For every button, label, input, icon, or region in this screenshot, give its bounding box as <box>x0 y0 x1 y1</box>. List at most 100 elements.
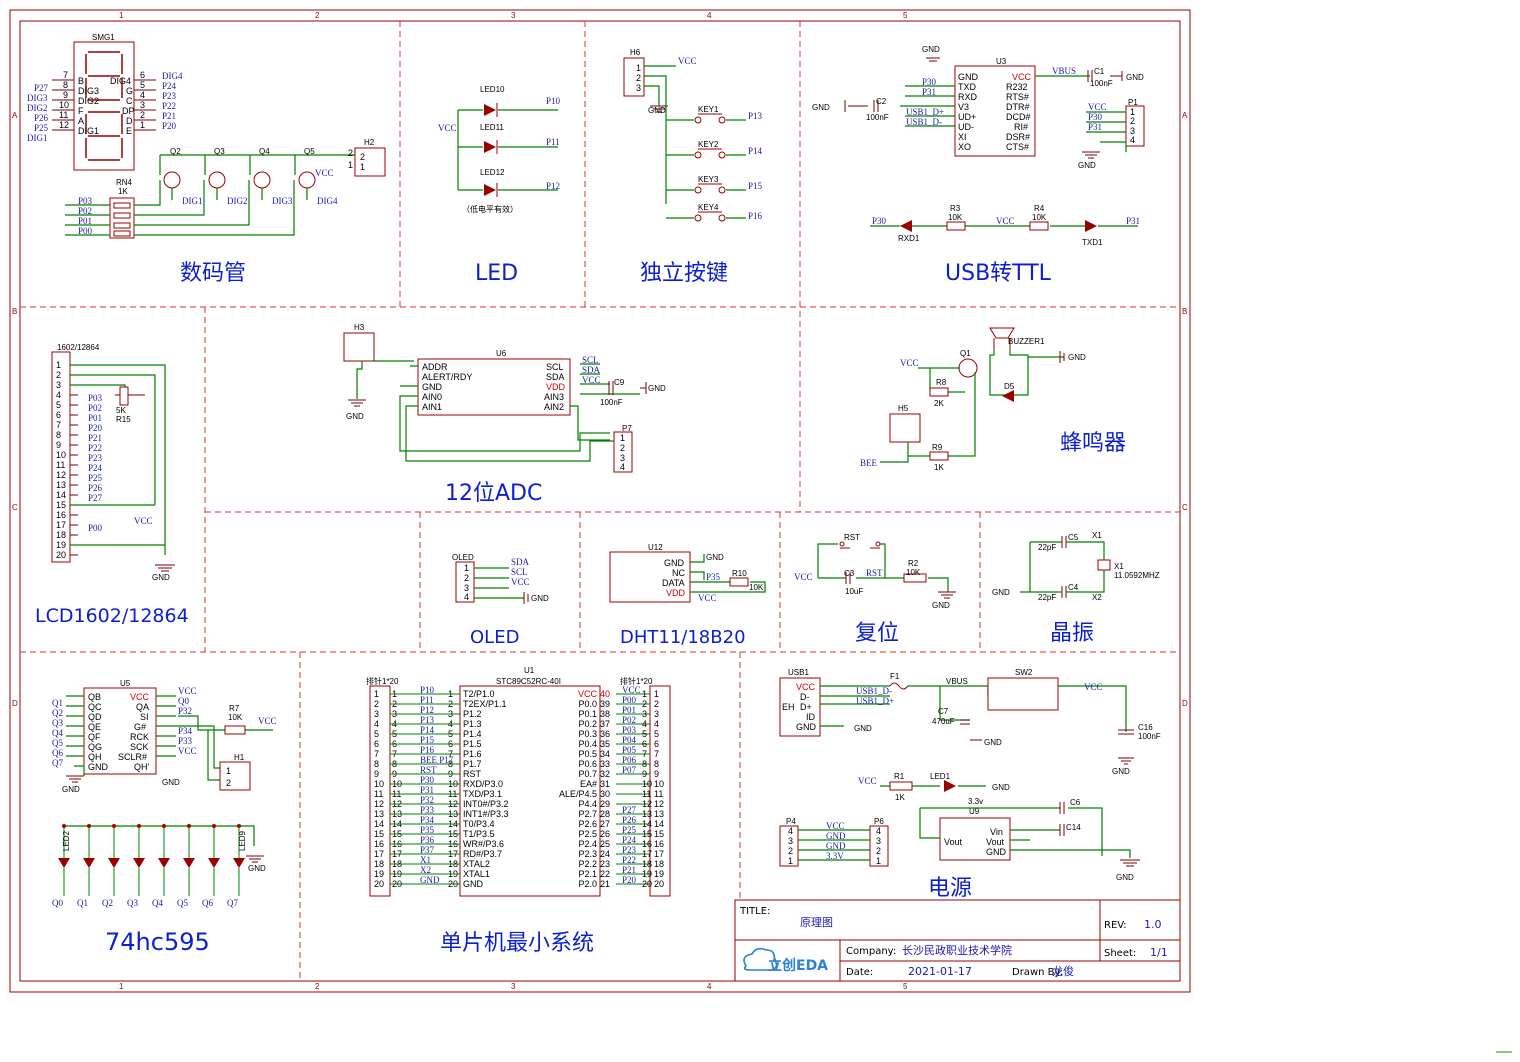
led-diode <box>133 858 145 868</box>
svg-text:5: 5 <box>140 80 145 90</box>
svg-text:VCC: VCC <box>582 375 601 385</box>
mcu-right-pin: P0.6 <box>578 759 597 769</box>
lcd-pin-num: 19 <box>56 540 66 550</box>
svg-text:P31: P31 <box>1126 216 1140 226</box>
mcu-right-net: P04 <box>622 735 637 745</box>
svg-text:VCC: VCC <box>130 692 150 702</box>
svg-text:OLED: OLED <box>452 553 474 562</box>
mcu-hdr-right-num: 3 <box>654 709 659 719</box>
lcd-block: 1602/12864 12345678910111213141516171819… <box>51 343 175 582</box>
mcu-hdr-left-num: 20 <box>374 879 384 889</box>
mcu-hdr-left-num: 12 <box>374 799 384 809</box>
svg-text:Q5: Q5 <box>52 738 63 748</box>
svg-text:SI: SI <box>140 712 149 722</box>
mcu-right-pin: P2.4 <box>578 839 597 849</box>
svg-text:VCC: VCC <box>178 686 197 696</box>
svg-text:KEY2: KEY2 <box>698 140 719 149</box>
svg-text:DATA: DATA <box>662 578 685 588</box>
hc595-led-row <box>58 824 245 896</box>
mcu-hdr-right-num: 11 <box>654 789 663 799</box>
led-diode <box>108 858 120 868</box>
mcu-right-pin: P2.7 <box>578 809 597 819</box>
svg-text:BUZZER1: BUZZER1 <box>1008 337 1045 346</box>
svg-text:VCC: VCC <box>996 216 1015 226</box>
mcu-right-net: P07 <box>622 765 637 775</box>
svg-text:AIN3: AIN3 <box>544 392 564 402</box>
svg-text:G: G <box>126 86 133 96</box>
svg-text:GND: GND <box>152 573 170 582</box>
mcu-hdr-right-num: 9 <box>654 769 659 779</box>
buzzer-block: BUZZER1 GND Q1 VCC R8 2K D5 H5 R9 1K BEE <box>860 327 1086 472</box>
svg-text:P22: P22 <box>88 443 102 453</box>
svg-text:VDD: VDD <box>666 588 686 598</box>
mcu-right-pin-num: 37 <box>600 719 610 729</box>
mcu-right-net: P05 <box>622 745 637 755</box>
mcu-left-net: P11 <box>420 695 434 705</box>
svg-text:ALERT/RDY: ALERT/RDY <box>422 372 472 382</box>
svg-text:QC: QC <box>88 702 102 712</box>
svg-text:3: 3 <box>511 982 516 991</box>
svg-text:5: 5 <box>903 11 908 20</box>
led-junction <box>62 824 66 828</box>
svg-text:1.0: 1.0 <box>1144 918 1162 931</box>
svg-text:1K: 1K <box>934 463 944 472</box>
title-oled: OLED <box>470 627 519 648</box>
mcu-right-pin: P0.5 <box>578 749 597 759</box>
svg-text:P15: P15 <box>748 181 763 191</box>
mcu-right-pin: P0.7 <box>578 769 597 779</box>
mcu-hdr-right-num: 5 <box>654 729 659 739</box>
svg-text:GND: GND <box>854 724 872 733</box>
svg-text:6: 6 <box>140 70 145 80</box>
svg-text:C16: C16 <box>1138 723 1153 732</box>
svg-text:XI: XI <box>958 132 967 142</box>
mcu-right-pin: P2.5 <box>578 829 597 839</box>
svg-text:100nF: 100nF <box>1138 732 1161 741</box>
svg-text:A: A <box>78 116 84 126</box>
title-buzzer: 蜂鸣器 <box>1060 431 1126 456</box>
svg-text:GND: GND <box>648 384 666 393</box>
svg-text:Company:: Company: <box>846 946 896 957</box>
svg-text:LED1: LED1 <box>930 772 951 781</box>
svg-text:11.0592MHZ: 11.0592MHZ <box>1114 571 1160 580</box>
svg-text:DIG1: DIG1 <box>182 196 203 206</box>
svg-text:DIG4: DIG4 <box>317 196 338 206</box>
mcu-left-pin: TXD/P3.1 <box>463 789 502 799</box>
svg-text:C6: C6 <box>1070 798 1081 807</box>
svg-text:P00: P00 <box>78 226 93 236</box>
svg-text:CTS#: CTS# <box>1006 142 1029 152</box>
svg-text:C4: C4 <box>1068 583 1079 592</box>
svg-text:B: B <box>1182 307 1187 316</box>
mcu-left-net: P33 <box>420 805 435 815</box>
svg-text:SW2: SW2 <box>1015 668 1033 677</box>
svg-text:4: 4 <box>1130 135 1135 145</box>
lcd-pin-num: 16 <box>56 510 66 520</box>
mcu-left-net: P37 <box>420 845 435 855</box>
svg-text:LED12: LED12 <box>480 168 505 177</box>
mcu-hdr-right-num-inner: 7 <box>642 749 647 759</box>
svg-text:1: 1 <box>876 856 881 866</box>
svg-text:P16: P16 <box>748 211 763 221</box>
svg-text:VCC: VCC <box>315 168 334 178</box>
mcu-right-pin: ALE/P4.5 <box>559 789 597 799</box>
mcu-right-pin: P2.0 <box>578 879 597 889</box>
svg-text:X1: X1 <box>1092 531 1102 540</box>
title-dht: DHT11/18B20 <box>620 627 746 648</box>
svg-text:P11: P11 <box>546 137 560 147</box>
mcu-left-pin: P1.6 <box>463 749 482 759</box>
svg-text:3: 3 <box>511 11 516 20</box>
lcd-pin-num: 20 <box>56 550 66 560</box>
svg-text:2: 2 <box>464 573 469 583</box>
mcu-right-pin-num: 36 <box>600 729 610 739</box>
title-usb: USB转TTL <box>945 261 1052 286</box>
usb-ttl-block: GND U3 GND TXD RXD V3 UD+ UD- XI XO VCC … <box>812 45 1145 247</box>
mcu-right-pin: P4.4 <box>578 799 597 809</box>
led-net-label: Q2 <box>102 898 113 908</box>
svg-text:USB1: USB1 <box>788 668 809 677</box>
lcd-pin-num: 9 <box>56 440 61 450</box>
svg-text:10K: 10K <box>1032 213 1047 222</box>
svg-text:GND: GND <box>992 783 1010 792</box>
mcu-left-pin: P1.3 <box>463 719 482 729</box>
lcd-pin-num: 14 <box>56 490 66 500</box>
led-junction <box>87 824 91 828</box>
svg-text:P21: P21 <box>88 433 102 443</box>
